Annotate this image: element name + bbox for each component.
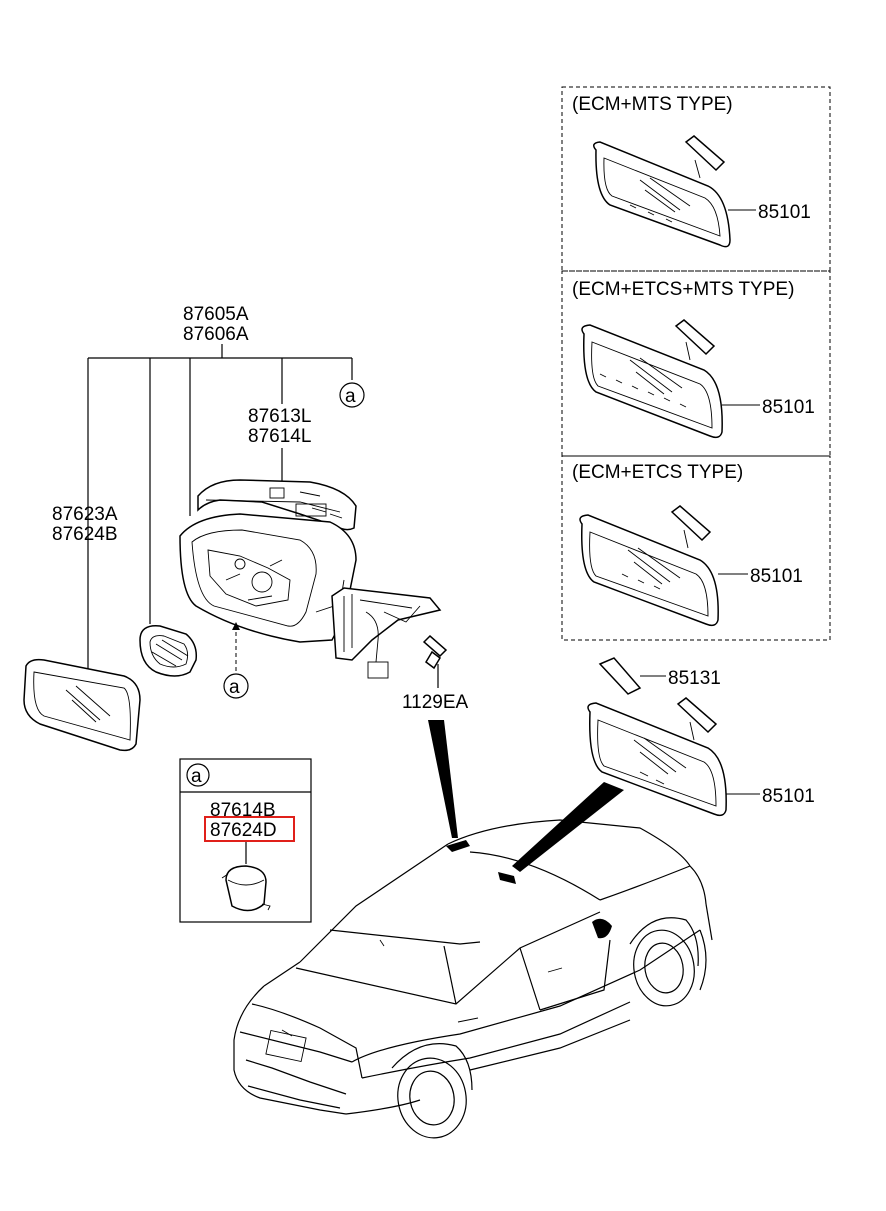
part-number-1129EA: 1129EA [402,692,469,713]
vehicle-outline [233,819,713,1139]
reference-marker-a-top-label: a [345,386,356,407]
inside-mirror-ecm-etcs-mts[interactable] [581,319,723,439]
inside-mirror-ecm-etcs[interactable] [579,505,719,627]
mirror-glass[interactable] [23,658,141,752]
part-number-85131: 85131 [668,668,721,689]
inside-mirror-ecm-mts[interactable] [593,135,731,248]
reference-marker-a-mid: a [223,673,249,699]
part-number-87614B: 87614B [210,800,276,821]
mirror-base-bracket[interactable] [331,587,442,679]
detail-box-a: a 87614B 87624D [179,758,312,923]
part-number-85101-b: 85101 [762,397,815,418]
part-number-87623A: 87623A [52,504,118,525]
detail-box-marker: a [186,763,210,787]
part-number-87624B: 87624B [52,524,118,545]
highlight-87624D [204,816,295,842]
vehicle-outside-mirror-location [592,918,612,939]
variant-box-ecm-mts: (ECM+MTS TYPE) 85101 [561,86,831,272]
variant-label-ecm-etcs: (ECM+ETCS TYPE) [572,462,743,483]
part-number-87606A: 87606A [183,324,249,345]
screw-1129EA[interactable] [422,634,448,670]
part-number-85101-d: 85101 [762,786,815,807]
vehicle-inside-mirror-location [446,840,516,884]
variant-label-ecm-mts: (ECM+MTS TYPE) [572,94,733,115]
part-number-87614L: 87614L [248,426,311,447]
part-number-87624D: 87624D [210,820,277,841]
mirror-actuator[interactable] [139,625,198,677]
mirror-housing[interactable] [179,513,357,643]
variant-box-ecm-etcs-mts: (ECM+ETCS+MTS TYPE) 85101 [561,270,831,457]
reference-marker-a-mid-label: a [229,677,240,698]
part-number-87605A: 87605A [183,304,249,325]
variant-box-ecm-etcs: (ECM+ETCS TYPE) 85101 [561,455,831,641]
pointer-wedges [428,720,624,872]
part-number-85101-a: 85101 [758,202,811,223]
detail-box-marker-label: a [191,766,202,787]
cover-85131[interactable] [598,657,642,695]
mirror-scalp[interactable] [197,479,357,531]
part-number-85101-c: 85101 [750,566,803,587]
part-number-87613L: 87613L [248,406,311,427]
inside-mirror-standard[interactable] [587,697,727,817]
reference-marker-a-top: a [339,382,365,408]
variant-label-ecm-etcs-mts: (ECM+ETCS+MTS TYPE) [572,279,794,300]
side-repeater-lamp[interactable] [221,865,271,912]
